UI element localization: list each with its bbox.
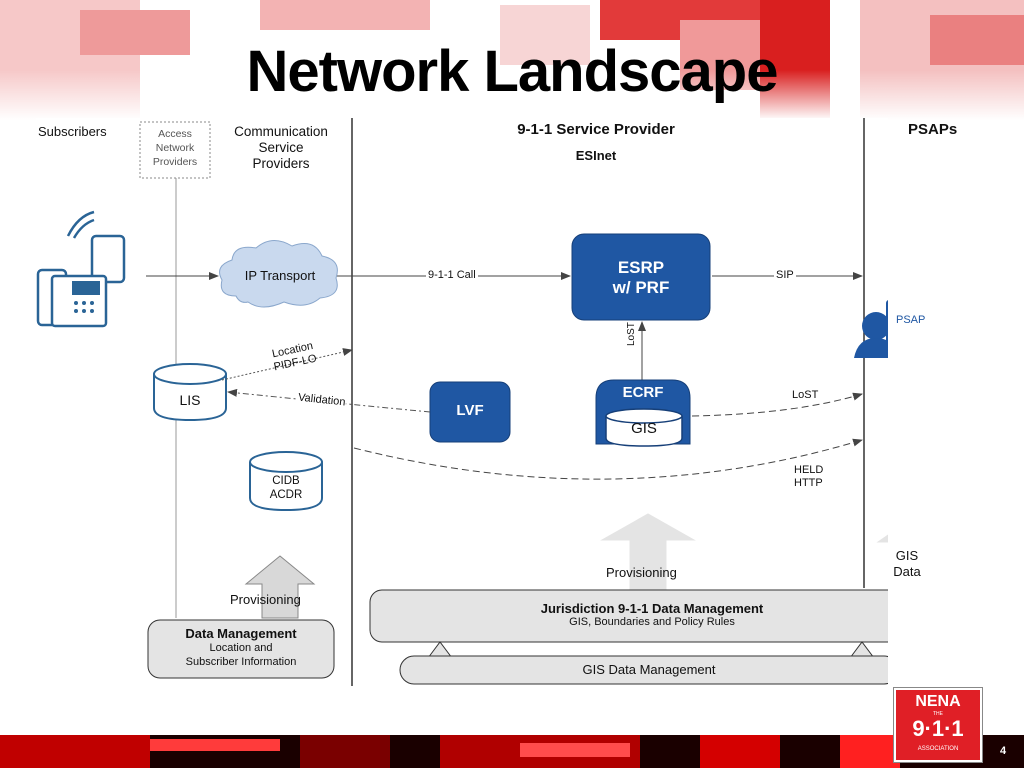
csp-header: Communication Service Providers — [216, 124, 346, 172]
jurisdiction-box — [369, 589, 888, 643]
service-provider-header: 9-1-1 Service Provider — [517, 121, 675, 138]
jurisdiction-title: Jurisdiction 9-1-1 Data Management — [540, 601, 764, 616]
gis-data-line1: GIS — [895, 548, 919, 563]
provisioning-arrow-psap — [876, 534, 888, 543]
esrp-line1: ESRP — [617, 258, 665, 277]
psap-icon — [854, 300, 888, 358]
nena-logo-name: NENA — [915, 693, 961, 710]
jurisdiction-label: Jurisdiction 9-1-1 Data Management GIS, … — [370, 601, 934, 628]
provisioning-arrow-left — [244, 555, 316, 619]
cidb-label: CIDB ACDR — [250, 474, 322, 502]
data-management-sub2: Subscriber Information — [185, 656, 297, 668]
ip-transport-label: IP Transport — [244, 268, 316, 283]
access-network-line3: Providers — [152, 156, 198, 168]
data-management-label: Data Management Location and Subscriber … — [148, 626, 334, 669]
cidb-line1: CIDB — [272, 475, 300, 487]
header-band — [0, 0, 1024, 120]
lis-cylinder — [153, 363, 227, 422]
data-management-title: Data Management — [185, 626, 297, 641]
network-diagram: Subscribers Access Network Providers Com… — [36, 118, 957, 688]
esrp-label: ESRP w/ PRF — [572, 258, 710, 298]
subscriber-phone-icon — [36, 210, 126, 328]
csp-line2: Service — [258, 140, 304, 155]
data-management-sub1: Location and — [209, 642, 273, 654]
nena-logo: NENA THE 9·1·1 ASSOCIATION — [894, 688, 982, 762]
access-network-line2: Network — [155, 142, 195, 154]
diagram-graphics — [36, 118, 888, 686]
lost-vertical-label: LoST — [626, 322, 637, 346]
slide-title: Network Landscape — [246, 39, 779, 104]
lvf-label: LVF — [456, 402, 484, 419]
access-network-box — [139, 121, 211, 179]
lost-psap-label: LoST — [792, 389, 819, 401]
arrow-lost-psap — [691, 392, 863, 417]
held-line1: HELD — [794, 464, 824, 476]
esrp-line2: w/ PRF — [612, 278, 670, 297]
gis-label: GIS — [631, 420, 657, 437]
subscribers-header: Subscribers — [38, 124, 107, 139]
esrp-box — [571, 233, 711, 321]
nena-logo-the: THE — [933, 711, 943, 717]
csp-line1: Communication — [234, 124, 328, 139]
footer-band — [0, 735, 1024, 768]
arrow-held — [353, 438, 863, 480]
call-label: 9-1-1 Call — [426, 269, 478, 281]
esinet-header: ESInet — [575, 148, 617, 163]
cidb-cylinder — [249, 451, 323, 512]
provisioning-left-label: Provisioning — [230, 592, 301, 607]
access-network-header: Access Network Providers — [140, 127, 210, 169]
gis-data-management-label: GIS Data Management — [582, 662, 716, 677]
ip-transport-cloud — [219, 240, 338, 308]
csp-line3: Providers — [252, 156, 310, 171]
gis-data-line2: Data — [893, 564, 921, 579]
access-network-line1: Access — [158, 128, 192, 140]
held-label: HELD HTTP — [794, 464, 823, 490]
data-management-box — [147, 619, 335, 679]
ecrf-label: ECRF — [622, 384, 664, 401]
gis-cylinder — [605, 408, 683, 447]
gis-data-label: GIS Data — [882, 548, 932, 580]
gis-data-management-box — [399, 655, 888, 685]
provisioning-center-label: Provisioning — [606, 565, 677, 580]
provisioning-arrow-center — [600, 513, 696, 591]
jurisdiction-sub: GIS, Boundaries and Policy Rules — [569, 616, 735, 628]
sip-label: SIP — [774, 269, 796, 281]
psaps-header: PSAPs — [908, 121, 958, 138]
cidb-line2: ACDR — [269, 489, 303, 501]
nena-logo-number: 9·1·1 — [912, 716, 964, 741]
nena-logo-association: ASSOCIATION — [917, 746, 959, 752]
psap-label: PSAP — [896, 314, 926, 326]
page-number: 4 — [1000, 745, 1007, 757]
held-line2: HTTP — [794, 477, 823, 489]
lis-label: LIS — [179, 392, 201, 408]
